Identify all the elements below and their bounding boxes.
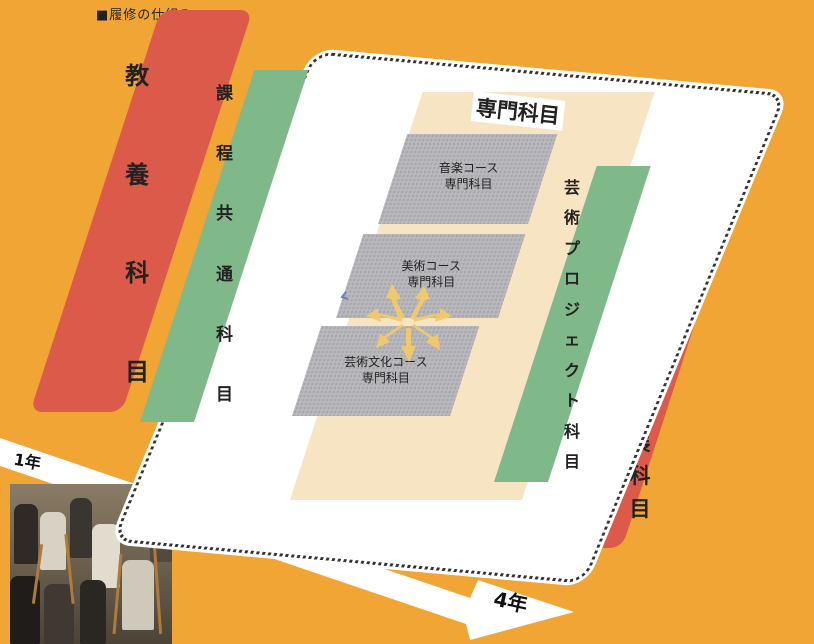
classroom-photo [10,484,172,644]
